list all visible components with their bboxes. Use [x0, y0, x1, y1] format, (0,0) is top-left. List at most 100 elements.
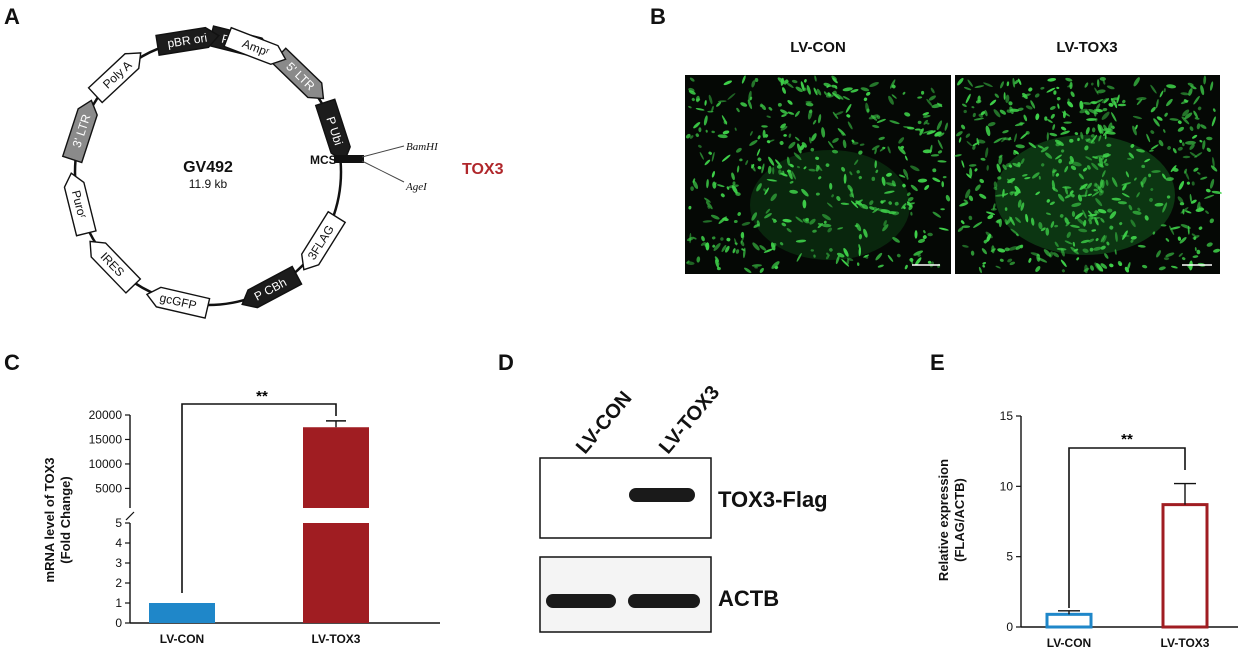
insert-label: TOX3	[462, 161, 504, 178]
plasmid-segment: P CBh	[241, 265, 303, 309]
cell	[914, 128, 921, 131]
cell	[713, 242, 721, 252]
cell	[1141, 264, 1148, 269]
cell	[766, 179, 778, 182]
cell	[741, 75, 746, 84]
cell	[696, 256, 701, 263]
cell	[1009, 216, 1015, 226]
cell	[888, 95, 894, 105]
cell	[1065, 221, 1071, 227]
cell	[1194, 247, 1197, 252]
cell	[731, 172, 735, 181]
cell	[842, 87, 853, 92]
cell	[1163, 257, 1170, 261]
cell	[754, 266, 758, 269]
cell	[1141, 176, 1147, 186]
cell	[1163, 88, 1166, 93]
cell	[1087, 213, 1098, 217]
cell	[868, 114, 879, 120]
cell	[766, 115, 771, 118]
microscopy-right-label: LV-TOX3	[1056, 39, 1117, 56]
cell	[843, 173, 847, 184]
cell	[1064, 217, 1069, 225]
cell	[1037, 145, 1044, 149]
cell	[1102, 107, 1108, 112]
cell	[1206, 136, 1213, 141]
cell	[970, 250, 975, 256]
cell	[846, 114, 851, 118]
cell	[1189, 143, 1195, 150]
cell	[1082, 209, 1087, 219]
cell	[1094, 217, 1099, 226]
cell	[993, 186, 998, 191]
cell	[1066, 231, 1071, 238]
cell	[711, 171, 715, 178]
cell	[1194, 117, 1200, 120]
cell	[715, 259, 719, 269]
cell	[1093, 108, 1097, 117]
category-label: LV-TOX3	[1161, 636, 1210, 650]
cell	[865, 102, 870, 114]
y-tick-label: 5000	[95, 481, 122, 495]
cell	[1166, 98, 1173, 107]
cell	[804, 87, 807, 91]
cell	[1105, 130, 1116, 135]
cell	[941, 181, 945, 188]
cell	[1109, 225, 1114, 230]
cell	[1091, 229, 1097, 232]
cell	[1004, 207, 1008, 211]
cell	[829, 248, 833, 252]
cell	[1091, 191, 1100, 197]
cell	[913, 250, 924, 256]
cell	[691, 97, 695, 102]
cell	[1049, 201, 1055, 206]
cell	[976, 139, 986, 144]
cell	[980, 157, 986, 161]
cell	[979, 193, 987, 199]
cell	[1197, 171, 1201, 175]
cell	[1062, 110, 1067, 119]
cell	[878, 136, 885, 141]
cell	[1067, 98, 1070, 102]
cell	[1111, 197, 1122, 201]
cell	[985, 147, 989, 158]
cell	[1162, 173, 1166, 180]
cell	[737, 212, 741, 216]
cell	[1136, 192, 1140, 198]
plasmid-segment-arrow	[145, 286, 211, 319]
cell	[1200, 85, 1205, 96]
cell	[1137, 244, 1146, 248]
bar-lv-con	[149, 603, 215, 623]
bar-lv-con	[1045, 612, 1093, 629]
cell	[812, 119, 817, 125]
y-tick-label: 20000	[89, 408, 123, 422]
cell	[1187, 82, 1194, 87]
cell	[961, 124, 966, 130]
cell	[1038, 175, 1041, 180]
cells-lv-con	[685, 75, 951, 274]
cell	[1064, 240, 1073, 245]
cell	[1053, 90, 1057, 95]
cell	[929, 144, 933, 154]
cell	[720, 237, 724, 241]
microscopy-panel: LV-CON LV-TOX3	[685, 39, 1223, 274]
cell	[968, 195, 974, 202]
cell	[1183, 99, 1188, 103]
cell	[704, 197, 711, 203]
cell	[987, 214, 994, 220]
cell	[786, 156, 790, 166]
cell	[1150, 84, 1157, 94]
category-label: LV-TOX3	[312, 632, 361, 646]
cell	[1132, 115, 1143, 120]
cell	[960, 220, 965, 225]
cell	[1060, 259, 1067, 267]
cell	[1067, 84, 1073, 88]
cell	[998, 154, 1003, 159]
cell	[689, 232, 692, 244]
cell	[817, 223, 823, 229]
cell	[716, 101, 722, 107]
y-axis-title: mRNA level of TOX3	[42, 458, 57, 583]
cell	[764, 213, 772, 219]
cell	[706, 179, 709, 189]
plasmid-segment-arrow	[223, 26, 287, 66]
